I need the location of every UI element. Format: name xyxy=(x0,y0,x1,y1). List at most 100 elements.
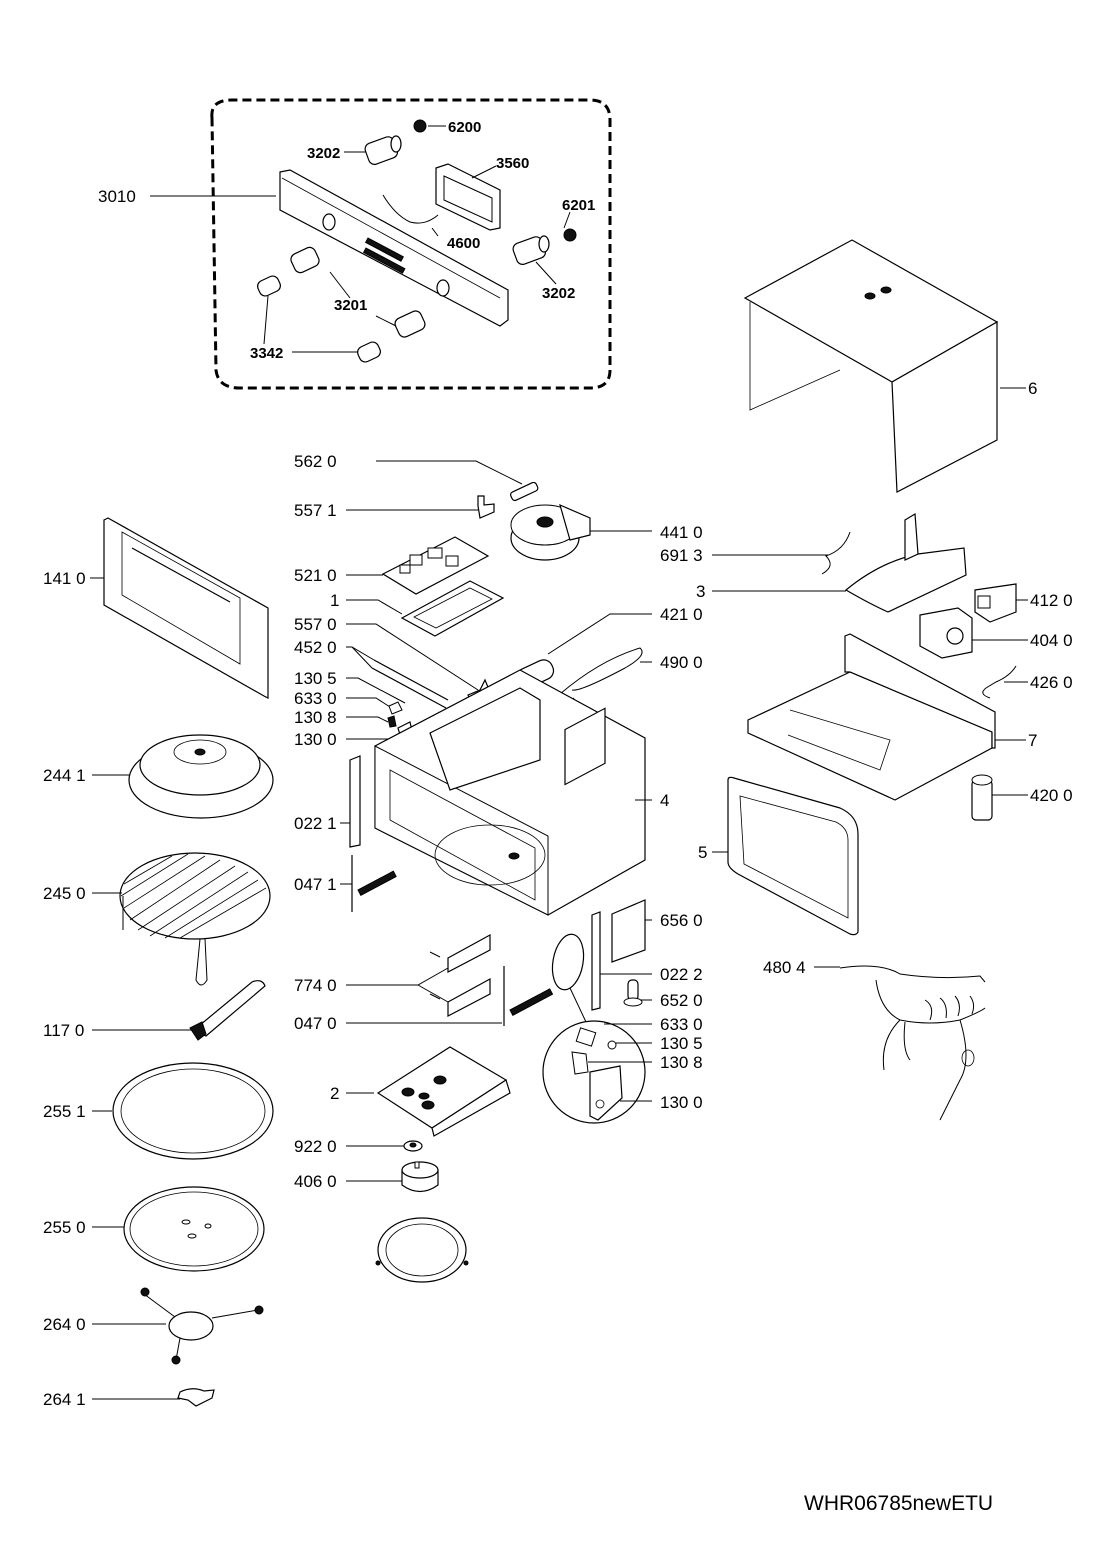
coupling-922-0 xyxy=(403,1140,423,1152)
label-452-0: 452 0 xyxy=(294,638,337,657)
label-426-0: 426 0 xyxy=(1030,673,1073,692)
door-part xyxy=(103,517,269,699)
label-633-0: 633 0 xyxy=(294,689,337,708)
label-255-1: 255 1 xyxy=(43,1102,86,1121)
label-421-0: 421 0 xyxy=(660,605,703,624)
knob-3342-b xyxy=(357,341,381,363)
label-130-0: 130 0 xyxy=(294,730,337,749)
label-656-0: 656 0 xyxy=(660,911,703,930)
handle-tool-part xyxy=(189,980,266,1041)
turntable-motor-part xyxy=(401,1161,439,1193)
lamp-part xyxy=(623,979,643,1007)
label-404-0: 404 0 xyxy=(1030,631,1073,650)
label-4: 4 xyxy=(660,791,669,810)
label-5: 5 xyxy=(698,843,707,862)
label-2: 2 xyxy=(330,1084,339,1103)
label-6201: 6201 xyxy=(562,197,595,214)
wiring-harness-part xyxy=(839,965,986,1121)
diode-part xyxy=(982,665,1017,699)
strip-022-1 xyxy=(349,755,361,848)
turntable-plate-part xyxy=(123,1186,265,1272)
encoder-3202-right xyxy=(512,235,550,265)
magnetron-part xyxy=(919,607,973,659)
label-6: 6 xyxy=(1028,379,1037,398)
label-4600: 4600 xyxy=(447,235,480,252)
label-130-8: 130 8 xyxy=(294,708,337,727)
label-490-0: 490 0 xyxy=(660,653,703,672)
label-141-0: 141 0 xyxy=(43,569,86,588)
control-board-part xyxy=(381,536,490,595)
switch-130-8 xyxy=(387,715,397,728)
label-264-1: 264 1 xyxy=(43,1390,86,1409)
label-047-1: 047 1 xyxy=(294,875,337,894)
label-774-0: 774 0 xyxy=(294,976,337,995)
label-3202: 3202 xyxy=(542,285,575,302)
cable-4600 xyxy=(382,194,439,224)
label-6200: 6200 xyxy=(448,119,481,136)
hinge-047-0 xyxy=(503,966,554,1026)
hinge-047-1 xyxy=(351,855,397,912)
knob-3342-a xyxy=(257,275,281,297)
heater-rods-part xyxy=(371,659,449,709)
label-7: 7 xyxy=(1028,731,1037,750)
fan-motor-part xyxy=(510,503,591,561)
label-3342: 3342 xyxy=(250,345,283,362)
base-plate-part xyxy=(376,1046,511,1137)
label-3202: 3202 xyxy=(307,145,340,162)
label-3010: 3010 xyxy=(98,187,136,206)
label-130-8-detail: 130 8 xyxy=(660,1053,703,1072)
drawing-code: WHR06785newETU xyxy=(804,1492,993,1515)
oven-cavity-part xyxy=(374,669,652,916)
label-264-0: 264 0 xyxy=(43,1315,86,1334)
center-column-parts: 562 0 557 1 441 0 521 0 1 xyxy=(294,452,703,1283)
label-412-0: 412 0 xyxy=(1030,591,1073,610)
outer-case-part: 6 xyxy=(743,239,1037,493)
label-130-5: 130 5 xyxy=(294,669,337,688)
switch-633-0 xyxy=(388,701,403,715)
roller-ring-part xyxy=(375,1217,469,1283)
encoder-3202-top xyxy=(364,135,402,165)
label-562-0: 562 0 xyxy=(294,452,337,471)
plates-774-0 xyxy=(429,933,491,1017)
label-691-3: 691 3 xyxy=(660,546,703,565)
label-633-0-detail: 633 0 xyxy=(660,1015,703,1034)
label-245-0: 245 0 xyxy=(43,884,86,903)
knob-cap-6200 xyxy=(413,119,427,133)
strip-022-2 xyxy=(591,911,601,1011)
front-frame-part xyxy=(727,776,859,936)
wire-691-3 xyxy=(821,531,851,575)
label-022-2: 022 2 xyxy=(660,965,703,984)
thermostat-557-1 xyxy=(477,495,495,519)
label-047-0: 047 0 xyxy=(294,1014,337,1033)
label-652-0: 652 0 xyxy=(660,991,703,1010)
left-column-parts: 141 0 244 1 245 xyxy=(43,517,274,1409)
control-panel-group: 3010 3202 6200 3560 6201 4600 3202 3201 … xyxy=(98,98,612,390)
label-3: 3 xyxy=(696,582,705,601)
control-fascia-part xyxy=(279,169,509,327)
plate-cover-part xyxy=(128,734,274,819)
detail-callout xyxy=(542,933,646,1124)
label-922-0: 922 0 xyxy=(294,1137,337,1156)
turntable-ring-part xyxy=(112,1062,274,1160)
right-column-parts: 691 3 3 412 0 404 0 426 0 xyxy=(660,512,1073,1121)
label-130-5-detail: 130 5 xyxy=(660,1034,703,1053)
label-521-0: 521 0 xyxy=(294,566,337,585)
label-022-1: 022 1 xyxy=(294,814,337,833)
label-3560: 3560 xyxy=(496,155,529,172)
roller-support-part xyxy=(140,1287,264,1365)
knob-cap-6201 xyxy=(563,228,577,242)
label-3201: 3201 xyxy=(334,297,367,314)
dashed-group-border xyxy=(210,98,612,390)
base-chassis-part xyxy=(747,633,996,801)
coupler-part xyxy=(177,1388,215,1407)
fuse-part xyxy=(510,481,539,502)
cover-656-0 xyxy=(611,899,646,963)
label-255-0: 255 0 xyxy=(43,1218,86,1237)
transformer-part xyxy=(974,583,1017,623)
knob-3201-a xyxy=(290,246,320,274)
label-244-1: 244 1 xyxy=(43,766,86,785)
label-557-0: 557 0 xyxy=(294,615,337,634)
label-420-0: 420 0 xyxy=(1030,786,1073,805)
label-130-0-detail: 130 0 xyxy=(660,1093,703,1112)
